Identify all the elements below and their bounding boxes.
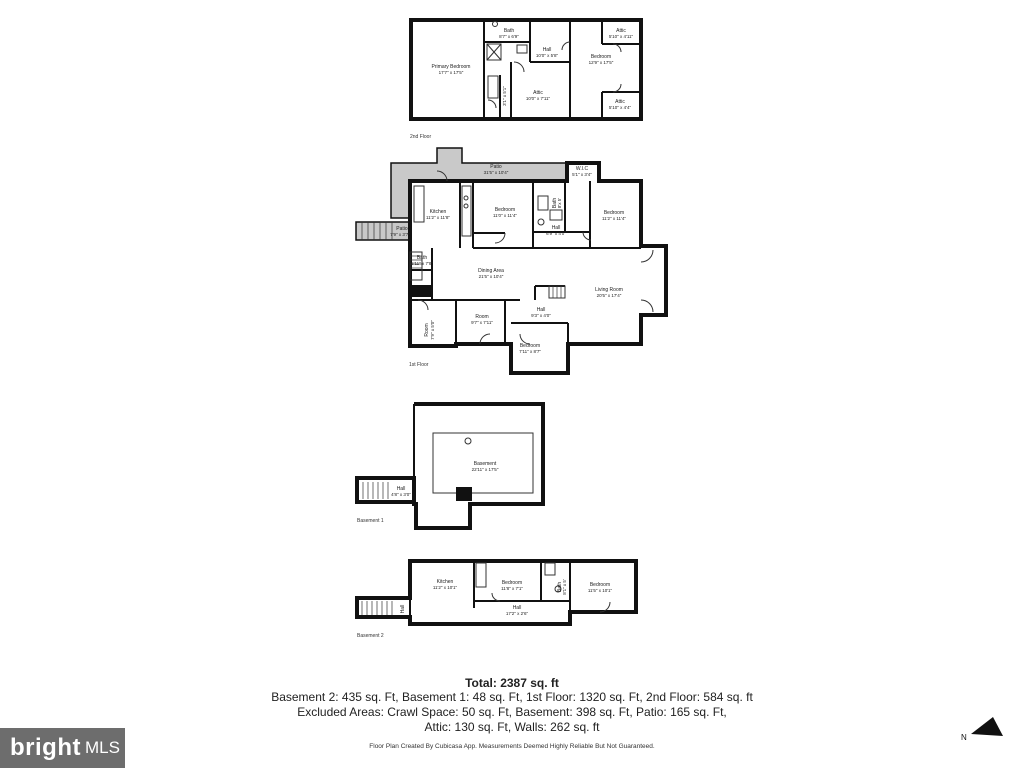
- total-area: Total: 2387 sq. ft: [465, 676, 559, 690]
- first-hall-a-dim: 6'9" x 4'0": [546, 231, 566, 236]
- bright-mls-logo: bright MLS: [0, 728, 125, 768]
- primary-bedroom-dim: 17'7" x 17'5": [439, 70, 464, 75]
- dining-name: Dining Area: [478, 268, 504, 274]
- b2-bedroom-b-dim: 11'5" x 10'1": [588, 588, 613, 593]
- wic-dim: 5'1" x 3'4": [572, 172, 592, 177]
- room-side-name: Room: [424, 323, 430, 336]
- living-dim: 20'5" x 17'4": [597, 293, 622, 298]
- second-bath-dim: 8'7" x 6'9": [499, 34, 519, 39]
- kitchen-dim: 11'2" x 11'8": [426, 215, 450, 220]
- living-name: Living Room: [595, 287, 623, 293]
- second-bedroom-name: Bedroom: [591, 54, 611, 60]
- patio-name: Patio: [490, 164, 502, 170]
- wic-name: W.I.C: [576, 166, 589, 172]
- second-attic-mid-dim: 10'0" x 7'11": [526, 96, 551, 101]
- room-side-dim: 7'9" x 5'0": [430, 320, 435, 340]
- second-floor-label: 2nd Floor: [410, 134, 431, 140]
- kitchen-name: Kitchen: [430, 209, 447, 215]
- second-attic-mid-name: Attic: [533, 90, 543, 96]
- first-bath-name: Bath: [552, 198, 558, 209]
- b2-kitchen-dim: 11'2" x 10'1": [433, 585, 458, 590]
- second-attic-top-name: Attic: [616, 28, 626, 34]
- basement1-plan: Basement 22'11" x 17'5" Hall 4'8" x 3'0"…: [355, 402, 545, 530]
- basement1-label: Basement 1: [357, 518, 384, 524]
- patio-dim: 31'5" x 10'4": [484, 170, 509, 175]
- patio-small-dim: 7'9" x 3'7": [390, 232, 410, 237]
- b2-bedroom-b-name: Bedroom: [590, 582, 610, 588]
- first-floor-plan: Patio 31'5" x 10'4" W.I.C 5'1" x 3'4" Ki…: [355, 147, 668, 375]
- b2-bedroom-a-name: Bedroom: [502, 580, 522, 586]
- room-name: Room: [475, 314, 488, 320]
- basement1-hall-dim: 4'8" x 3'0": [391, 492, 411, 497]
- basement-dim: 22'11" x 17'5": [472, 467, 499, 472]
- second-attic-top-dim: 5'10" x 4'11": [609, 34, 634, 39]
- first-bedroom-b-name: Bedroom: [604, 210, 624, 216]
- first-hall-a-name: Hall: [552, 225, 561, 231]
- first-bedroom-a-name: Bedroom: [495, 207, 515, 213]
- bath-small-dim: 5'11" x 7'8": [411, 261, 433, 266]
- b2-hall-name: Hall: [513, 605, 522, 611]
- second-closet-dim: 3'1" x 5'1": [502, 86, 507, 106]
- dining-dim: 21'5" x 10'4": [479, 274, 504, 279]
- bath-small-name: Bath: [417, 255, 428, 261]
- north-arrow-icon: N: [961, 717, 1003, 742]
- primary-bedroom-name: Primary Bedroom: [432, 64, 471, 70]
- first-bath-dim: 8'x 5': [557, 198, 562, 208]
- b2-bath-dim: 8'1" x 5': [562, 579, 567, 595]
- second-floor-plan: Bath 8'7" x 6'9" Hall 10'0" x 5'8" Attic…: [409, 18, 643, 140]
- first-bedroom-c-dim: 7'11" x 8'7": [519, 349, 541, 354]
- second-hall-name: Hall: [543, 47, 552, 53]
- second-bedroom-dim: 12'9" x 17'5": [589, 60, 614, 65]
- basement2-plan: Kitchen 11'2" x 10'1" Bedroom 11'8" x 7'…: [355, 559, 638, 639]
- logo-brand: bright: [10, 734, 81, 761]
- second-hall-dim: 10'0" x 5'8": [536, 53, 559, 58]
- excluded-areas-cont: Attic: 130 sq. Ft, Walls: 262 sq. ft: [424, 720, 600, 734]
- disclaimer: Floor Plan Created By Cubicasa App. Meas…: [369, 743, 655, 750]
- basement1-hall-name: Hall: [397, 486, 406, 492]
- compass-letter: N: [961, 733, 967, 742]
- b2-hall-small-name: Hall: [400, 605, 406, 614]
- b2-kitchen-name: Kitchen: [437, 579, 454, 585]
- logo-mls: MLS: [84, 738, 120, 757]
- b2-bath-name: Bath: [557, 582, 563, 593]
- b2-bedroom-a-dim: 11'8" x 7'1": [501, 586, 523, 591]
- basement2-label: Basement 2: [357, 633, 384, 639]
- first-bedroom-b-dim: 11'2" x 11'4": [602, 216, 626, 221]
- second-attic-small-name: Attic: [615, 99, 625, 105]
- room-dim: 9'7" x 7'11": [471, 320, 493, 325]
- floor-areas: Basement 2: 435 sq. Ft, Basement 1: 48 s…: [271, 690, 753, 704]
- first-floor-label: 1st Floor: [409, 362, 429, 368]
- b2-hall-dim: 17'2" x 2'6": [506, 611, 529, 616]
- second-attic-small-dim: 5'10" x 4'4": [609, 105, 632, 110]
- excluded-areas: Excluded Areas: Crawl Space: 50 sq. Ft, …: [297, 705, 727, 719]
- basement-name: Basement: [474, 461, 497, 467]
- first-bedroom-c-name: Bedroom: [520, 343, 540, 349]
- first-hall-b-name: Hall: [537, 307, 546, 313]
- patio-small-name: Patio: [396, 226, 408, 232]
- first-hall-b-dim: 9'3" x 4'0": [531, 313, 551, 318]
- first-bedroom-a-dim: 11'0" x 11'4": [493, 213, 517, 218]
- second-bath-name: Bath: [504, 28, 515, 34]
